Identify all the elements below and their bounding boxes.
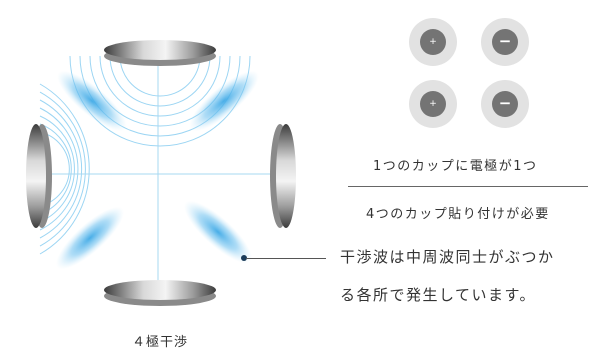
top-electrode-plate (104, 40, 216, 66)
four-cups-required-note: 4つのカップ貼り付けが必要 (366, 207, 550, 222)
bottom-electrode-plate (104, 280, 216, 306)
interference-zone-top-right (189, 70, 259, 132)
interference-zone-top-left (57, 70, 127, 132)
cup-plus-icon: + (409, 80, 457, 128)
interference-description-line2: る各所で発生しています。 (340, 286, 537, 304)
plus-symbol: + (420, 91, 446, 117)
cup-minus-icon: − (481, 18, 529, 66)
diagram-caption: ４極干渉 (132, 334, 188, 350)
plus-symbol: + (420, 29, 446, 55)
pointer-dot (241, 255, 247, 261)
cup-plus-icon: + (409, 18, 457, 66)
interference-zones (55, 70, 259, 270)
interference-zone-bottom-right (183, 200, 253, 264)
pointer-line (246, 258, 326, 259)
interference-description-line1: 干渉波は中周波同士がぶつか (340, 248, 555, 266)
right-electrode-plate (270, 124, 296, 228)
cup-minus-icon: − (481, 80, 529, 128)
divider (348, 186, 588, 187)
left-electrode-plate (26, 124, 52, 228)
left-wave-arcs (39, 83, 90, 255)
four-pole-interference-diagram: ４極干渉 (26, 40, 296, 350)
interference-zone-bottom-left (55, 206, 125, 270)
minus-symbol: − (492, 29, 518, 55)
minus-symbol: − (492, 91, 518, 117)
electrode-per-cup-note: 1つのカップに電極が1つ (373, 159, 538, 174)
